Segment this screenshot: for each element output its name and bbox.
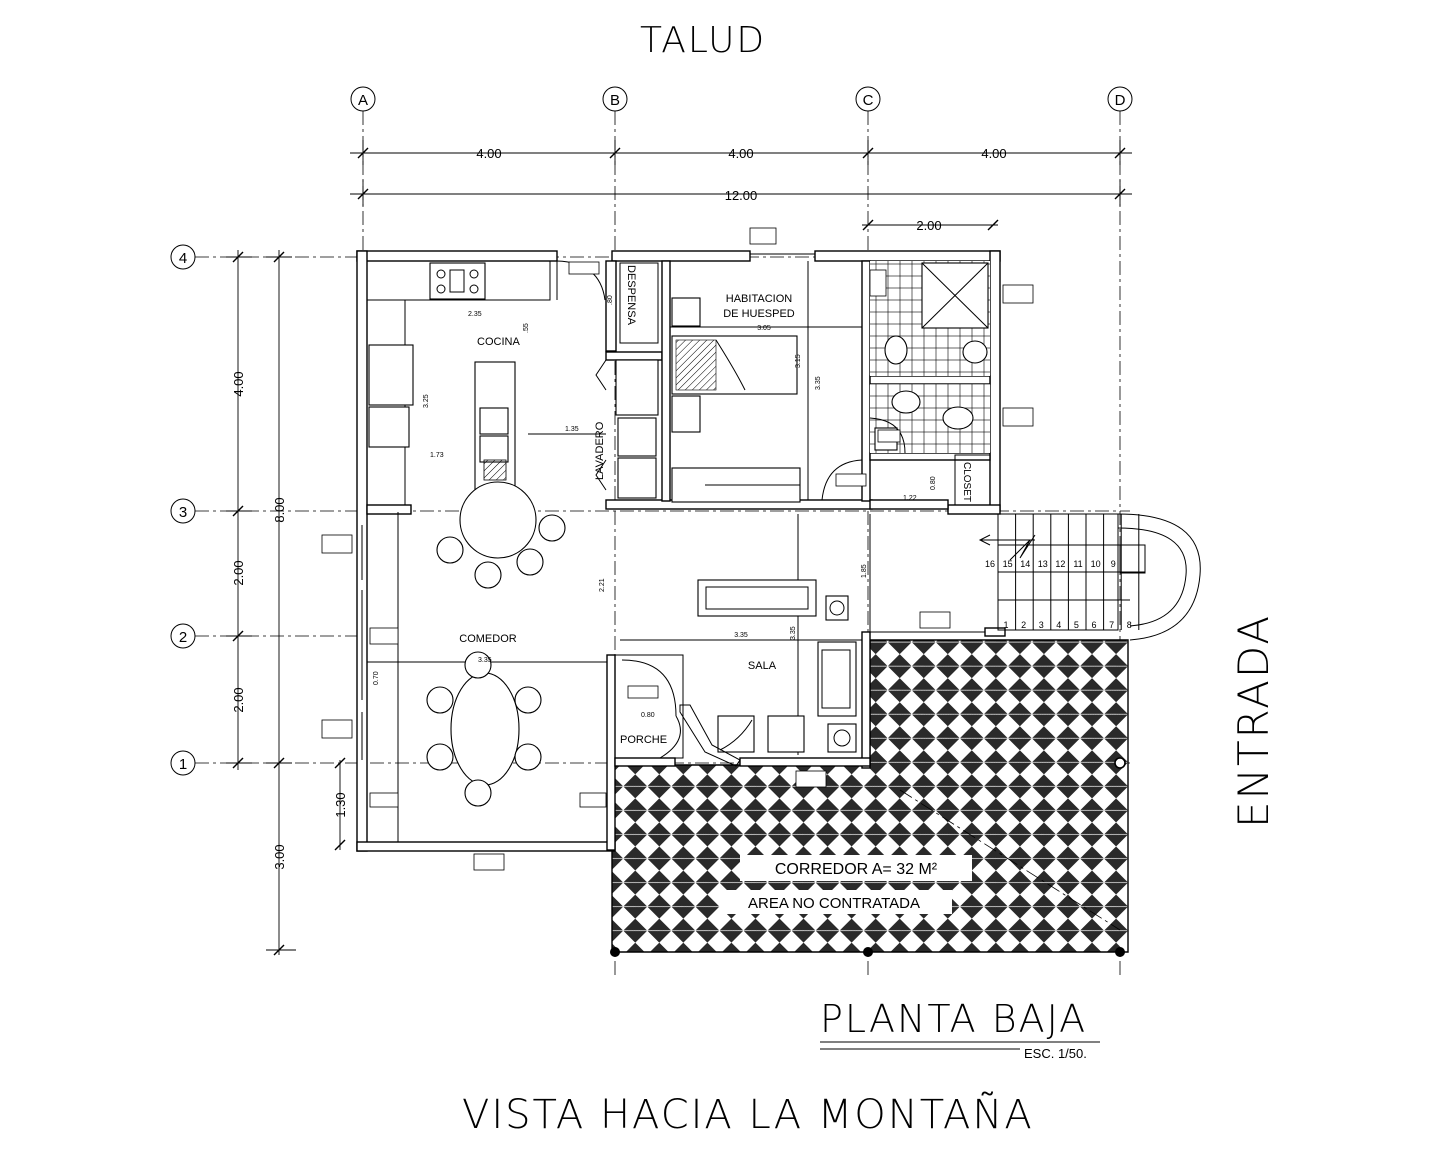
stair-step-1: 1 bbox=[1003, 620, 1008, 630]
stair-step-6: 6 bbox=[1091, 620, 1096, 630]
dining-width: 3.35 bbox=[478, 657, 492, 664]
dim-left-total: 8.00 bbox=[272, 497, 287, 522]
pantry-laundry: DESPENSA .80 LAVADERO bbox=[594, 262, 659, 499]
axis-b: B bbox=[610, 92, 620, 109]
dim-left-3-2: 2.00 bbox=[231, 560, 246, 585]
guest-h2: 3.35 bbox=[815, 376, 822, 390]
living-room: SALA 2.21 3.35 3.35 1.85 bbox=[599, 514, 871, 767]
stair-step-5: 5 bbox=[1074, 620, 1079, 630]
stair-step-13: 13 bbox=[1038, 559, 1048, 569]
porch: PORCHE 0.80 bbox=[614, 654, 684, 759]
axis-c: C bbox=[863, 92, 874, 109]
axis-3: 3 bbox=[179, 504, 187, 521]
dim-top-ab: 4.00 bbox=[476, 146, 501, 161]
axis-2: 2 bbox=[179, 629, 187, 646]
pantry-label: DESPENSA bbox=[625, 265, 637, 326]
title-talud: TALUD bbox=[640, 20, 766, 61]
kitchen: COCINA 2.35 .55 3.25 1.73 1.35 bbox=[367, 260, 606, 589]
title-vista-montana: VISTA HACIA LA MONTAÑA bbox=[462, 1090, 1034, 1138]
closet-width: 1.22 bbox=[903, 495, 917, 502]
living-small: 1.85 bbox=[861, 564, 868, 578]
corridor-label: CORREDOR A= 32 M² bbox=[775, 861, 938, 878]
living-width: 3.35 bbox=[734, 632, 748, 639]
stair-step-2: 2 bbox=[1021, 620, 1026, 630]
closet-depth: 0.80 bbox=[930, 476, 937, 490]
living-height: 2.21 bbox=[599, 578, 606, 592]
stairs bbox=[978, 513, 1201, 641]
porch-dim: 0.80 bbox=[641, 712, 655, 719]
axis-a: A bbox=[358, 92, 368, 109]
kitchen-top-right: .55 bbox=[523, 323, 530, 333]
stair-step-12: 12 bbox=[1055, 559, 1065, 569]
laundry-label: LAVADERO bbox=[594, 421, 606, 480]
stair-step-11: 11 bbox=[1073, 559, 1082, 569]
axis-d: D bbox=[1115, 92, 1126, 109]
axis-4: 4 bbox=[179, 250, 187, 267]
stair-step-16: 16 bbox=[985, 559, 995, 569]
stair-step-7: 7 bbox=[1109, 620, 1114, 630]
title-planta-baja: PLANTA BAJA bbox=[820, 997, 1087, 1041]
title-entrada: ENTRADA bbox=[1229, 614, 1278, 828]
guest-label-1: HABITACION bbox=[726, 293, 792, 305]
dim-top-cd: 4.00 bbox=[981, 146, 1006, 161]
left-dimensions: 4.00 2.00 2.00 8.00 3.00 1.30 bbox=[226, 250, 348, 956]
kitchen-island: 1.73 bbox=[430, 452, 444, 459]
kitchen-label: COCINA bbox=[477, 336, 520, 348]
guest-room: HABITACION DE HUESPED 3.05 3.15 3.35 bbox=[670, 261, 863, 503]
stair-step-14: 14 bbox=[1020, 559, 1030, 569]
kitchen-width: 2.35 bbox=[468, 311, 482, 318]
dining-room: COMEDOR 3.35 0.70 bbox=[361, 512, 607, 842]
closet-label: CLOSET bbox=[961, 462, 972, 502]
stair-step-10: 10 bbox=[1091, 559, 1101, 569]
stair-step-3: 3 bbox=[1039, 620, 1044, 630]
stair-step-15: 15 bbox=[1003, 559, 1013, 569]
dining-label: COMEDOR bbox=[459, 633, 517, 645]
top-dimensions: 4.00 4.00 4.00 12.00 2.00 bbox=[350, 140, 1132, 233]
dim-top-bc: 4.00 bbox=[728, 146, 753, 161]
guest-width: 3.05 bbox=[757, 325, 771, 332]
dim-left-2-1: 2.00 bbox=[231, 687, 246, 712]
window-tags bbox=[321, 227, 1034, 871]
guest-label-2: DE HUESPED bbox=[723, 308, 795, 320]
axis-1: 1 bbox=[179, 756, 187, 773]
dim-left-porch: 1.30 bbox=[333, 792, 348, 817]
kitchen-height: 3.25 bbox=[423, 394, 430, 408]
kitchen-laundry: 1.35 bbox=[565, 426, 579, 433]
stair-step-4: 4 bbox=[1056, 620, 1061, 630]
porch-label: PORCHE bbox=[620, 734, 667, 746]
scale-label: ESC. 1/50. bbox=[1024, 1046, 1087, 1061]
stair-step-8: 8 bbox=[1127, 620, 1132, 630]
guest-h1: 3.15 bbox=[795, 354, 802, 368]
living-label: SALA bbox=[748, 660, 777, 672]
corridor-area: CORREDOR A= 32 M² AREA NO CONTRATADA bbox=[610, 639, 1129, 957]
dim-left-extension: 3.00 bbox=[272, 844, 287, 869]
dim-left-4-3: 4.00 bbox=[231, 371, 246, 396]
not-contracted-label: AREA NO CONTRATADA bbox=[748, 895, 920, 912]
stair-step-9: 9 bbox=[1111, 559, 1116, 569]
living-side: 3.35 bbox=[790, 626, 797, 640]
dim-top-total: 12.00 bbox=[725, 188, 758, 203]
dining-height: 0.70 bbox=[373, 671, 380, 685]
pantry-dim: .80 bbox=[607, 295, 614, 305]
dim-bath-width: 2.00 bbox=[916, 218, 941, 233]
